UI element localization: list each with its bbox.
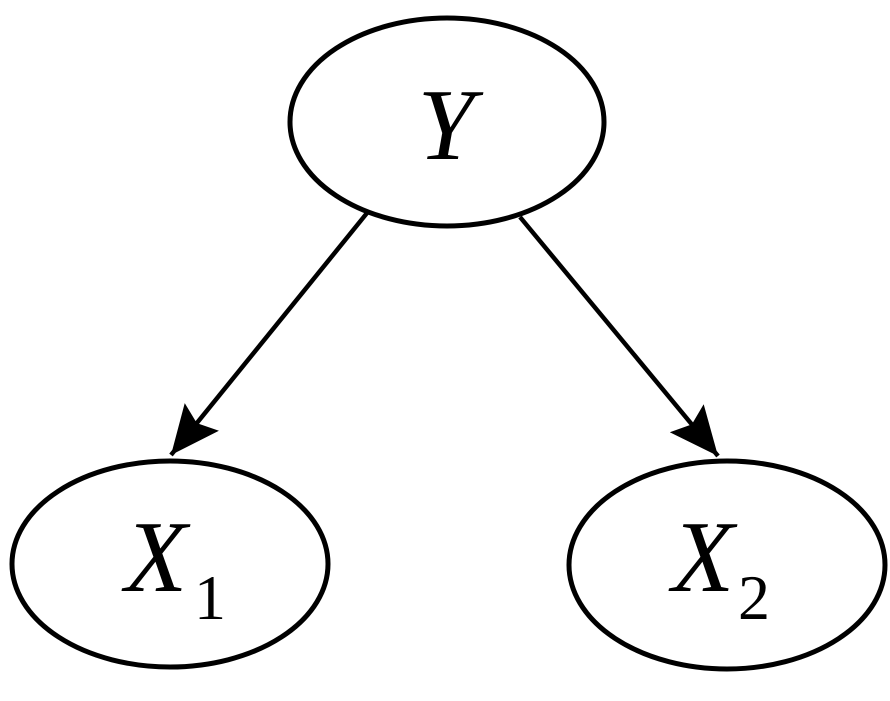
node-x1-label: X	[121, 501, 191, 614]
node-y-ellipse	[287, 15, 607, 229]
edge-y-to-x2-line	[518, 215, 720, 458]
node-x1: X 1	[9, 458, 331, 670]
edge-y-to-x2	[518, 215, 720, 458]
node-y: Y	[287, 15, 607, 229]
edge-y-to-x1-line	[169, 211, 369, 457]
edge-y-to-x1	[169, 211, 369, 457]
node-x2-label: X	[668, 501, 738, 614]
node-x2-subscript: 2	[738, 562, 770, 633]
node-x1-subscript: 1	[194, 562, 226, 633]
node-x1-ellipse	[9, 458, 331, 670]
node-x2: X 2	[566, 458, 888, 672]
node-x2-ellipse	[566, 458, 888, 672]
node-y-label: Y	[418, 69, 484, 182]
